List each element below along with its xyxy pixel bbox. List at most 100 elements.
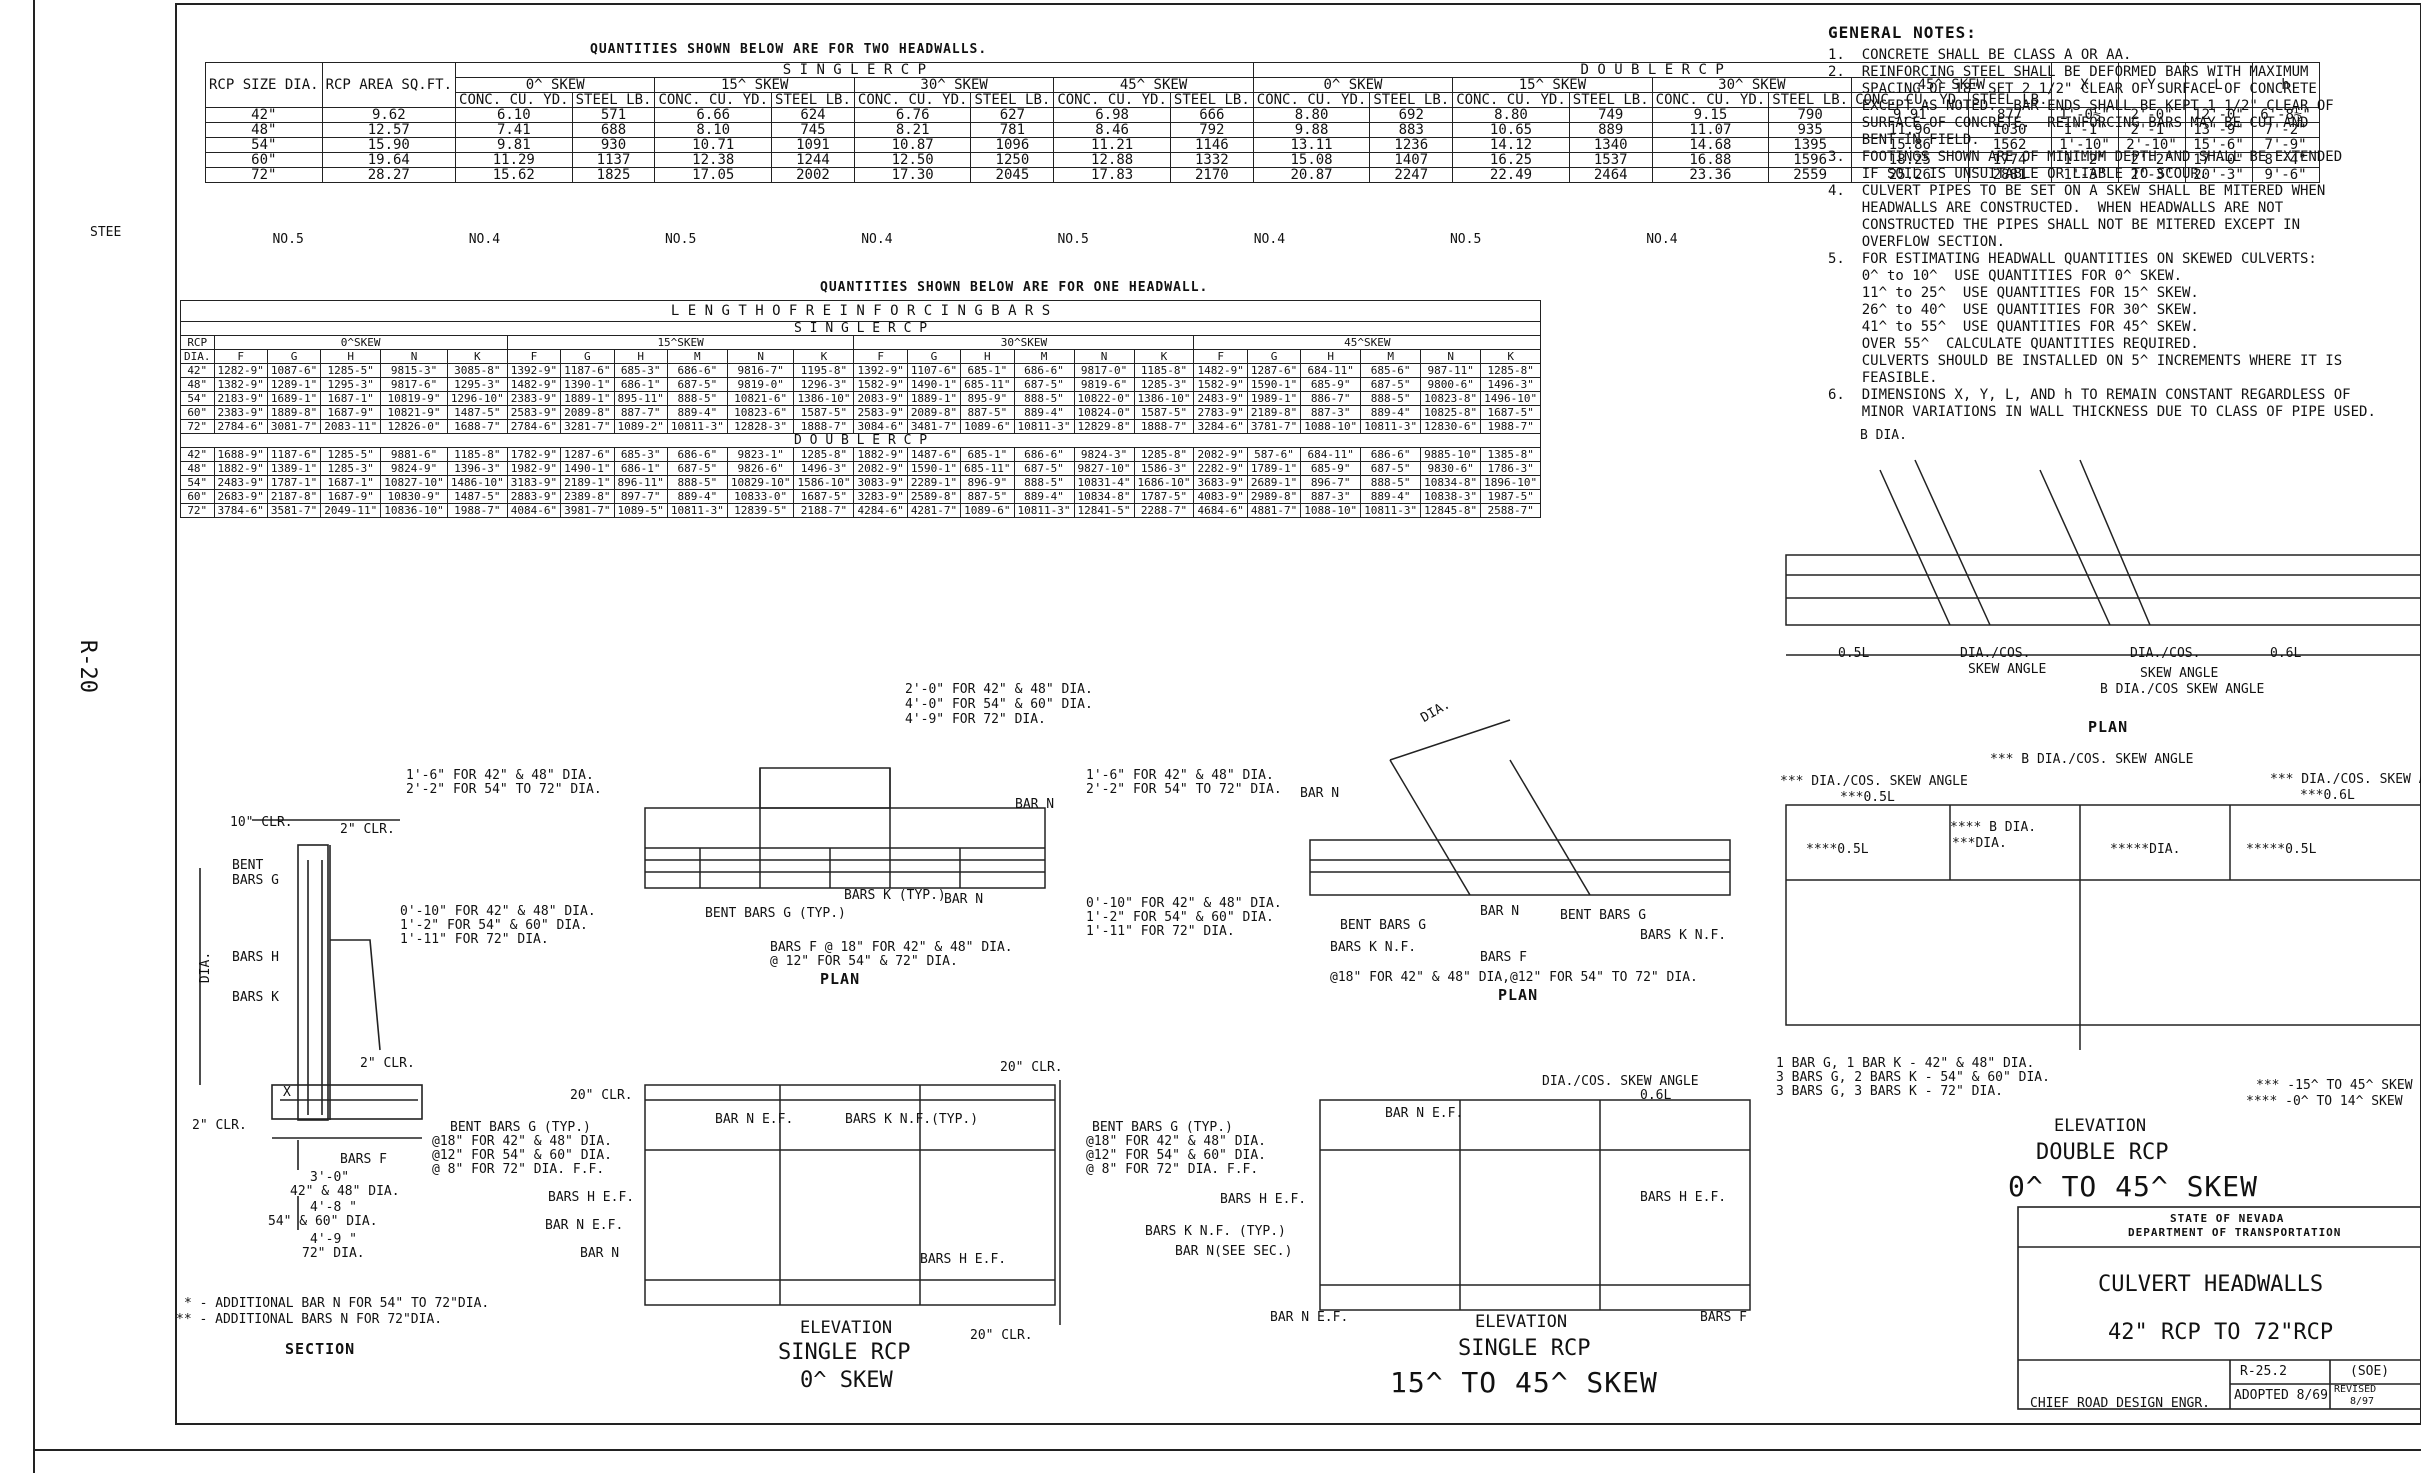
bar-header: M — [666, 349, 728, 364]
cell-length: 1582-9" — [853, 377, 908, 392]
elev-note: 20" CLR. — [970, 1328, 1033, 1343]
cell-length: 896-9" — [960, 475, 1015, 490]
section-dim: 54" & 60" DIA. — [268, 1214, 378, 1229]
bar-header: H — [613, 349, 668, 364]
cell-length: 1687-5" — [1480, 405, 1542, 420]
dplan-note: DIA./COS. — [2130, 646, 2201, 661]
cell-value: 2247 — [1369, 167, 1454, 183]
bar-mark: NO.4 — [1646, 232, 1678, 247]
cell-length: 887-3" — [1300, 405, 1362, 420]
note-line: EXCEPT AS NOTED. BAR ENDS SHALL BE KEPT … — [1828, 98, 2334, 114]
elev-note: BARS H E.F. — [548, 1190, 635, 1205]
cell-value: 8.80 — [1252, 107, 1371, 123]
plan-note: 1'-11" FOR 72" DIA. — [1086, 924, 1235, 939]
cell-length: 2784-6" — [213, 419, 268, 434]
bar-header: H — [320, 349, 382, 364]
cell-length: 9824-9" — [380, 461, 448, 476]
cell-length: 10825-8" — [1420, 405, 1482, 420]
cell-length: 1687-9" — [320, 405, 382, 420]
plan-note: BAR N — [1015, 797, 1055, 812]
cell-length: 2188-7" — [793, 503, 855, 518]
plan-note: BENT BARS G — [1340, 918, 1427, 933]
rebar-row: 60"2683-9"2187-8"1687-9"10830-9"1487-5"2… — [180, 489, 1542, 504]
cell-length: 9817-6" — [380, 377, 448, 392]
cell-length: 1688-7" — [446, 419, 508, 434]
note-line: BENT IN FIELD. — [1828, 132, 1980, 148]
cell-value: 8.80 — [1452, 107, 1570, 123]
note-line: 3. FOOTINGS SHOWN ARE OF MINIMUM DEPTH A… — [1828, 149, 2343, 165]
cell-value: 6.10 — [455, 107, 573, 123]
rebar-grid: L E N G T H O F R E I N F O R C I N G B … — [179, 300, 1542, 518]
cell-length: 889-4" — [666, 489, 728, 504]
cell-length: 684-11" — [1300, 363, 1362, 378]
delev-note: 1 BAR G, 1 BAR K - 42" & 48" DIA. — [1776, 1056, 2035, 1071]
cell-length: 889-4" — [1013, 489, 1075, 504]
cell-dia: 48" — [205, 122, 323, 138]
rebar-row: 54"2183-9"1689-1"1687-1"10819-9"1296-10"… — [180, 391, 1542, 406]
cell-length: 1089-2" — [613, 419, 668, 434]
cell-area: 9.62 — [321, 107, 457, 123]
general-notes: GENERAL NOTES: 1. CONCRETE SHALL BE CLAS… — [1828, 24, 2376, 421]
cell-length: 1486-10" — [446, 475, 508, 490]
cell-length: 888-5" — [666, 391, 728, 406]
cell-length: 1285-5" — [320, 447, 382, 462]
cell-length: 1490-1" — [906, 377, 962, 392]
cell-value: 25.26 — [1851, 167, 1969, 183]
cell-length: 10819-9" — [380, 391, 448, 406]
col-dia: DIA. — [180, 349, 215, 364]
dplan-note: 0.5L — [1838, 646, 1870, 661]
cell-length: 10811-3" — [666, 503, 728, 518]
cell-value: 6.66 — [654, 107, 773, 123]
elev-title: ELEVATION — [1475, 1312, 1568, 1332]
cell-length: 687-5" — [1360, 461, 1422, 476]
group-single: S I N G L E R C P — [455, 62, 1254, 78]
note-line: IF SOIL IS UNSUITABLE OR LIABLE TO SCOUR… — [1828, 166, 2208, 182]
cell-length: 1389-1" — [266, 461, 322, 476]
elev-note: BENT BARS G (TYP.) — [450, 1120, 591, 1135]
sub-steel-header: STEEL LB. — [1768, 92, 1853, 108]
cell-value: 15.86 — [1851, 137, 1969, 153]
cell-length: 1296-3" — [793, 377, 855, 392]
bar-header: F — [213, 349, 268, 364]
cell-length: 1490-1" — [560, 461, 615, 476]
elev-note: BARS K N.F. (TYP.) — [1145, 1224, 1286, 1239]
cell-length: 685-6" — [1360, 363, 1422, 378]
tb-revised-date: 8/97 — [2350, 1396, 2375, 1407]
cell-length: 9816-7" — [726, 363, 795, 378]
cell-length: 1987-5" — [1480, 489, 1542, 504]
bar-header: N — [1420, 349, 1482, 364]
cell-length: 3284-6" — [1193, 419, 1248, 434]
sub-steel-header: STEEL LB. — [970, 92, 1055, 108]
cell-length: 1988-7" — [446, 503, 508, 518]
cell-length: 888-5" — [1360, 391, 1422, 406]
tb-sheet-ref: (SOE) — [2350, 1364, 2390, 1379]
cell-value: 8.21 — [853, 122, 972, 138]
bar-header: M — [1360, 349, 1422, 364]
cell-value: 1096 — [970, 137, 1055, 153]
elev-note: 20" CLR. — [1000, 1060, 1063, 1075]
cell-length: 1392-9" — [853, 363, 908, 378]
cell-length: 1195-8" — [793, 363, 855, 378]
cell-length: 3581-7" — [266, 503, 322, 518]
cell-value: 16.88 — [1651, 152, 1770, 168]
cell-length: 2589-8" — [906, 489, 962, 504]
cell-l: 17'-0" — [2184, 152, 2253, 168]
elev-note: BAR N E.F. — [545, 1218, 624, 1233]
cell-length: 3085-8" — [446, 363, 508, 378]
cell-y: 2'-2" — [2117, 152, 2186, 168]
cell-value: 6.98 — [1053, 107, 1171, 123]
cell-value: 666 — [1169, 107, 1254, 123]
bar-header: F — [506, 349, 562, 364]
cell-dia: 48" — [180, 461, 215, 476]
cell-value: 2170 — [1169, 167, 1254, 183]
cell-value: 23.36 — [1651, 167, 1770, 183]
cell-value: 1537 — [1568, 152, 1653, 168]
note-line: 2. REINFORCING STEEL SHALL BE DEFORMED B… — [1828, 64, 2309, 80]
delev-note: ***0.5L — [1840, 790, 1895, 805]
cell-length: 9827-10" — [1073, 461, 1135, 476]
cell-x: 1'-3" — [2050, 167, 2119, 183]
section-clr-label: 10" CLR. — [230, 815, 293, 830]
cell-length: 3683-9" — [1193, 475, 1248, 490]
cell-value: 1236 — [1369, 137, 1454, 153]
cell-length: 887-5" — [960, 489, 1015, 504]
